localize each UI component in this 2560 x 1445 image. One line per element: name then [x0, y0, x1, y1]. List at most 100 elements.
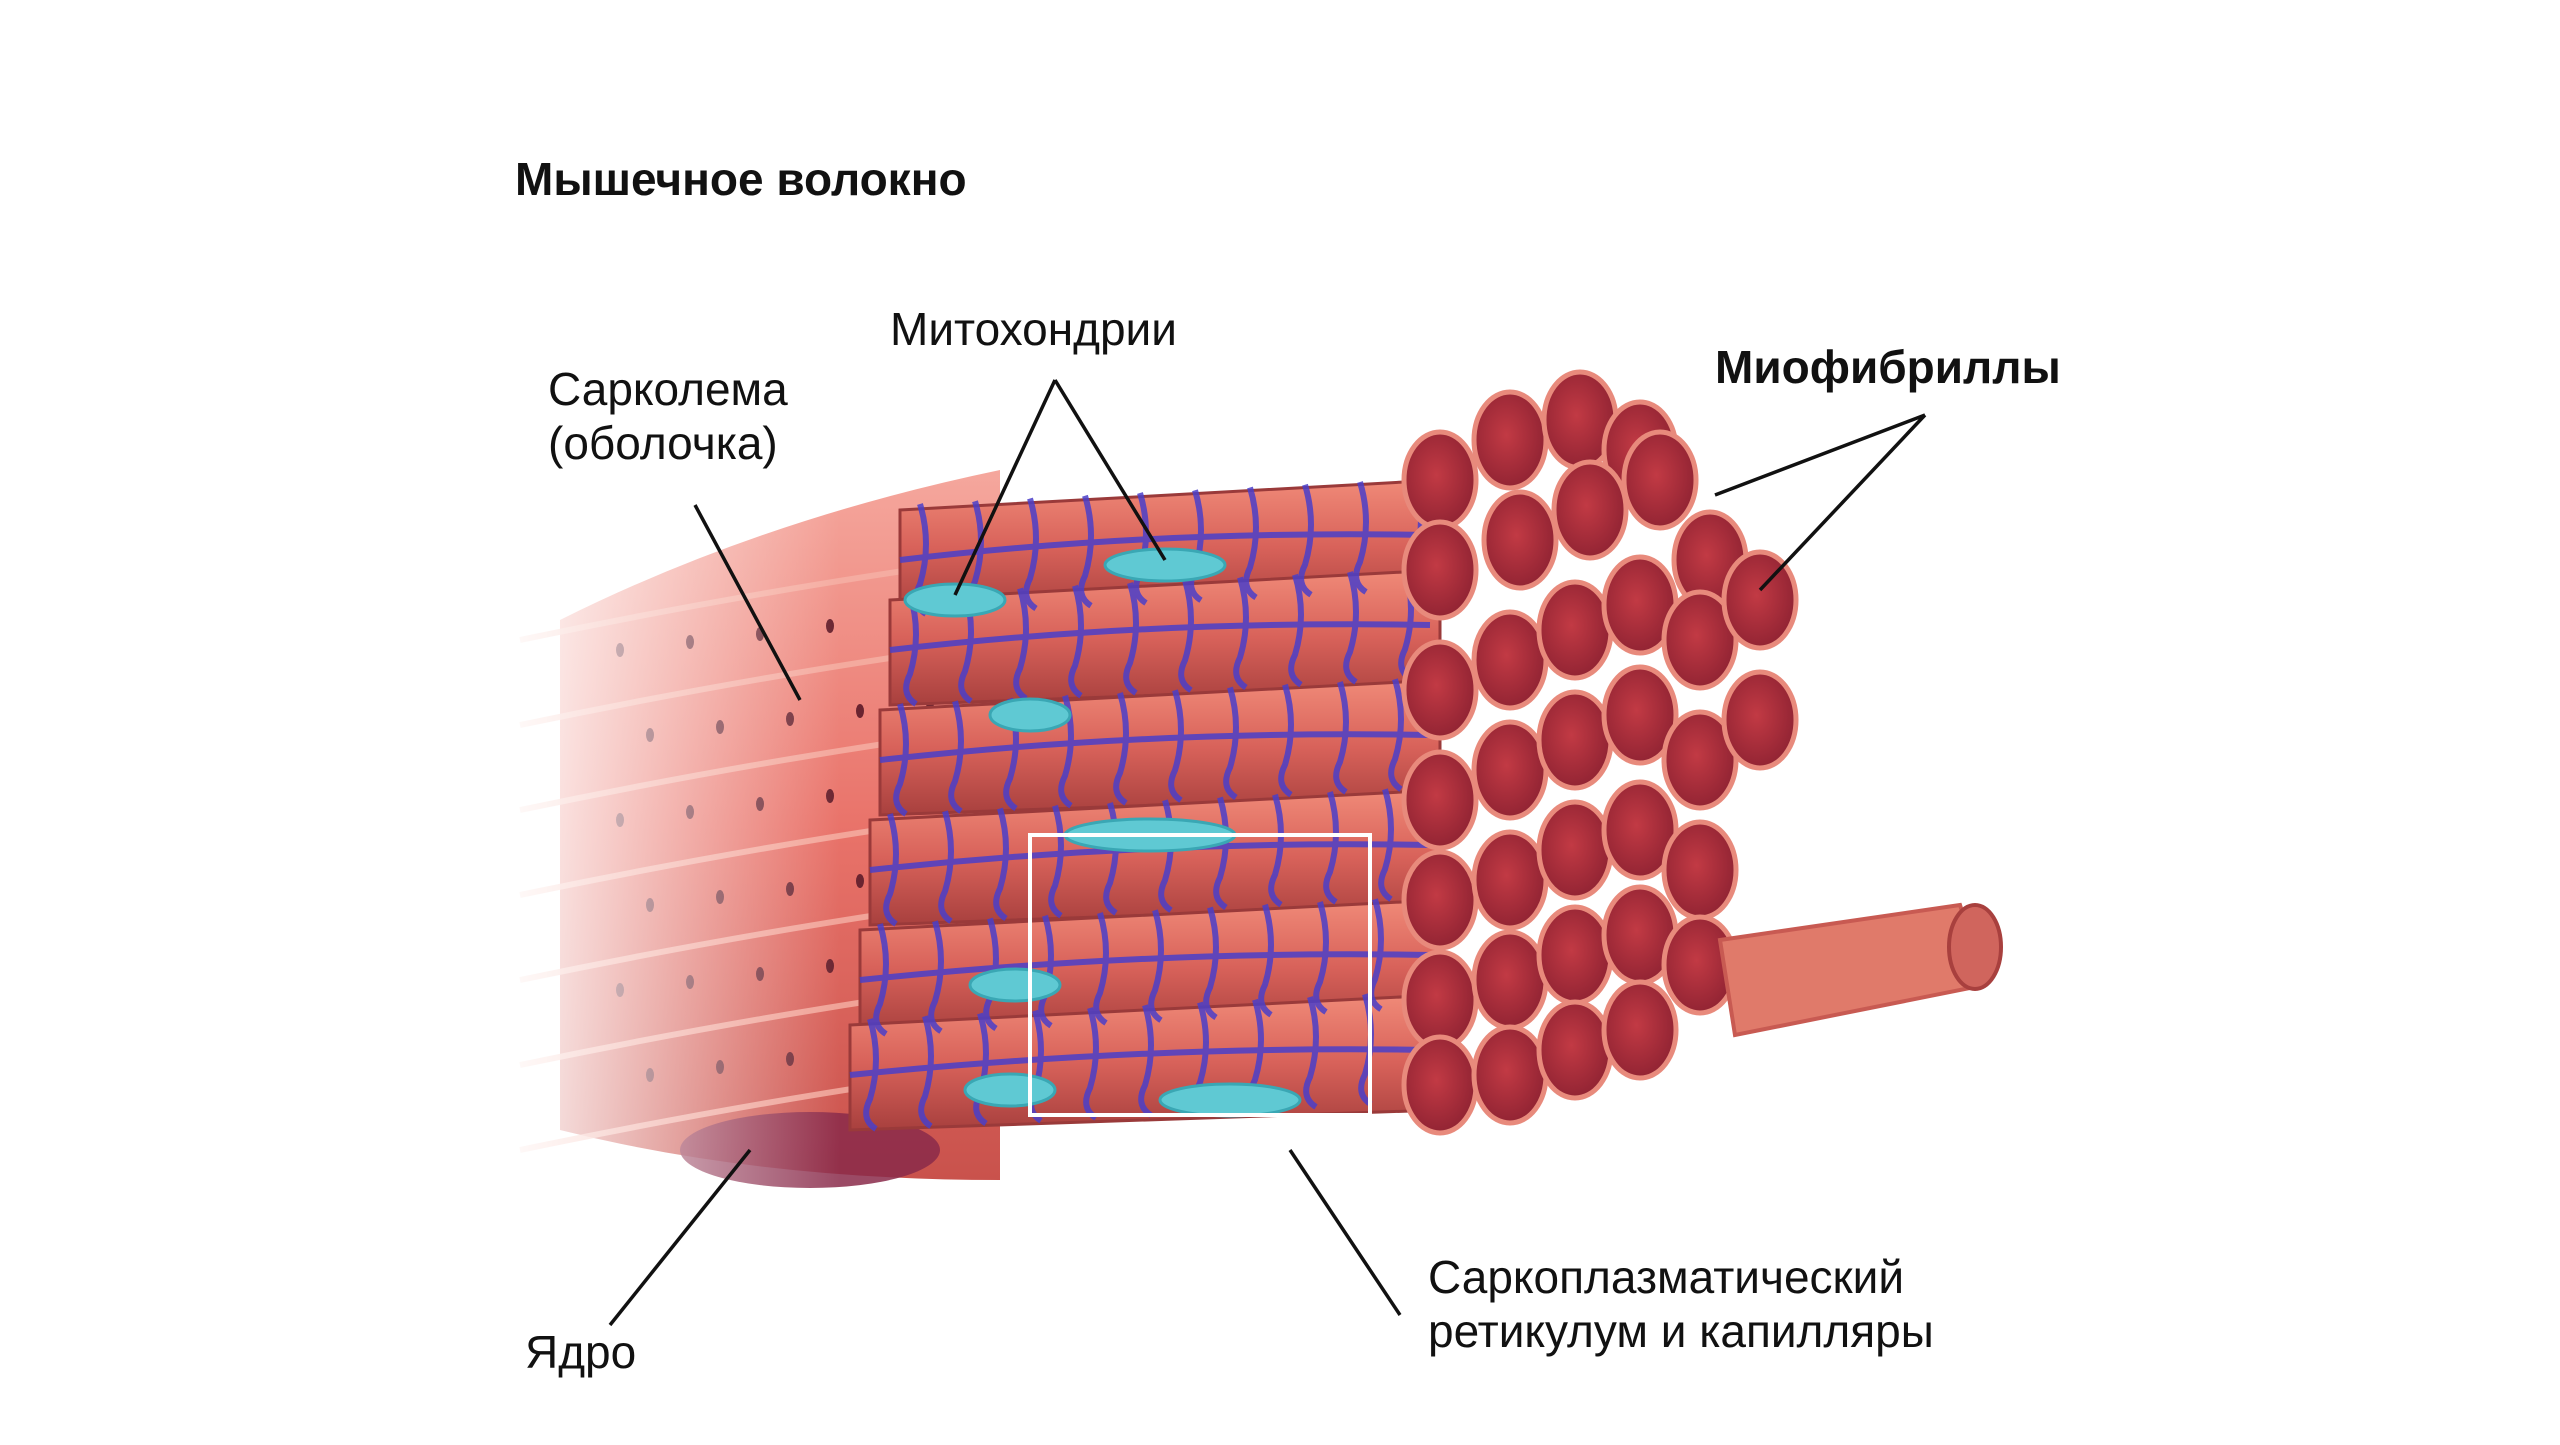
- reticulum-strand: [1023, 497, 1039, 612]
- reticulum-tubule: [879, 731, 1431, 763]
- mitochondrion-shape: [963, 1072, 1057, 1108]
- leader-myofibril-2: [1758, 413, 1927, 592]
- mitochondrion-shape: [1103, 547, 1227, 583]
- protruding-myofibril: [1717, 902, 2003, 1038]
- reticulum-strand: [1368, 898, 1384, 1012]
- myofibril-cap: [1401, 949, 1479, 1051]
- myofibril-cap: [1536, 904, 1614, 1006]
- reticulum-strand: [1303, 996, 1319, 1110]
- myofibril-cap: [1401, 1034, 1479, 1136]
- reticulum-strand: [1268, 793, 1284, 908]
- leader-mito-2: [1053, 379, 1167, 561]
- leader-myofibril-1: [1714, 413, 1926, 497]
- reticulum-strand: [1258, 903, 1274, 1018]
- reticulum-strand: [1298, 483, 1314, 598]
- reticulum-strand: [1068, 584, 1084, 699]
- mitochondrion-shape: [1158, 1082, 1302, 1118]
- myofibril-cap: [1536, 579, 1614, 681]
- label-nucleus: Ядро: [525, 1326, 637, 1378]
- reticulum-strand: [1288, 573, 1304, 688]
- reticulum-strand: [1048, 804, 1064, 919]
- myofibril-cap: [1661, 819, 1739, 921]
- leader-lines: [608, 379, 1927, 1327]
- reticulum-strand: [1148, 909, 1164, 1023]
- reticulum-strand: [1093, 912, 1109, 1026]
- reticulum-strand: [1203, 906, 1219, 1021]
- myofibril-cap: [1471, 719, 1549, 821]
- highlight-box: [1028, 833, 1372, 1117]
- reticulum-strand: [873, 923, 889, 1037]
- reticulum-strand: [1078, 494, 1094, 609]
- myofibril-cap: [1601, 779, 1679, 881]
- myofibril-cap: [1536, 799, 1614, 901]
- reticulum-strand: [903, 593, 919, 707]
- label-sarcolemma-line1: Сарколема: [548, 363, 788, 415]
- reticulum-strand: [1178, 579, 1194, 693]
- reticulum-strand: [863, 1018, 879, 1132]
- myofibril-cap: [1401, 749, 1479, 851]
- reticulum-strand: [883, 813, 899, 927]
- reticulum-strand: [1353, 481, 1369, 595]
- myofibril-cap: [1721, 549, 1799, 651]
- myofibril-cap: [1536, 999, 1614, 1101]
- reticulum-strand: [1123, 582, 1139, 696]
- reticulum-strand: [1013, 587, 1029, 702]
- surface-pore: [856, 874, 864, 888]
- reticulum-strand: [928, 920, 944, 1034]
- surface-pore: [856, 704, 864, 718]
- reticulum-tubule: [889, 621, 1431, 653]
- reticulum-strand: [1343, 571, 1359, 685]
- myofibril-cap: [1471, 829, 1549, 931]
- myofibril-cross-sections: [1401, 369, 1799, 1136]
- reticulum-tubule: [849, 1046, 1431, 1078]
- myofibril-cap: [1721, 669, 1799, 771]
- myofibril-cap: [1471, 929, 1549, 1031]
- reticulum-strand: [1323, 791, 1339, 905]
- leader-sarcolemma: [693, 504, 802, 701]
- myofibril-cap: [1401, 849, 1479, 951]
- reticulum-strand: [948, 700, 964, 814]
- mitochondrion-shape: [903, 582, 1007, 618]
- label-sr-line2: ретикулум и капилляры: [1428, 1305, 1934, 1357]
- myofibril-cap: [1536, 689, 1614, 791]
- diagram-title: Мышечное волокно: [515, 153, 967, 205]
- label-sarcoplasmic-reticulum: Саркоплазматический ретикулум и капилляр…: [1428, 1250, 1934, 1358]
- reticulum-strand: [1233, 576, 1249, 691]
- reticulum-strand: [1313, 901, 1329, 1015]
- myofibril-cap: [1661, 709, 1739, 811]
- reticulum-strand: [1083, 1007, 1099, 1121]
- reticulum-strand: [1243, 486, 1259, 601]
- mitochondrion-shape: [968, 967, 1062, 1003]
- label-myofibrils: Миофибриллы: [1715, 341, 2061, 393]
- leader-nucleus: [608, 1148, 752, 1327]
- mitochondrion-shape: [988, 697, 1072, 733]
- reticulum-strand: [1138, 1004, 1154, 1118]
- myofibril-cap: [1661, 589, 1739, 691]
- myofibril-cap: [1621, 429, 1699, 531]
- myofibril-cap: [1601, 664, 1679, 766]
- myofibril-cap: [1401, 519, 1479, 621]
- label-sr-line1: Саркоплазматический: [1428, 1251, 1905, 1303]
- myofibril-cap: [1481, 489, 1559, 591]
- myofibril-cap: [1471, 389, 1549, 491]
- reticulum-strand: [1378, 788, 1394, 902]
- reticulum-strand: [938, 810, 954, 924]
- myofibril-cap: [1401, 429, 1479, 531]
- reticulum-strand: [1223, 686, 1239, 801]
- reticulum-tubule: [859, 951, 1431, 983]
- leader-mito-1: [953, 379, 1057, 596]
- myofibril-cap: [1551, 459, 1629, 561]
- myofibril-cap: [1471, 609, 1549, 711]
- reticulum-strand: [993, 807, 1009, 922]
- label-sarcolemma-line2: (оболочка): [548, 417, 778, 469]
- reticulum-strand: [1113, 692, 1129, 806]
- myofibril-cap: [1471, 1024, 1549, 1126]
- sarcoplasmic-reticulum-mesh: [849, 478, 1431, 1132]
- leader-reticulum: [1288, 1149, 1402, 1316]
- reticulum-strand: [1278, 683, 1294, 798]
- myofibril-cap: [1601, 979, 1679, 1081]
- reticulum-strand: [1333, 681, 1349, 795]
- reticulum-tubule: [899, 531, 1431, 563]
